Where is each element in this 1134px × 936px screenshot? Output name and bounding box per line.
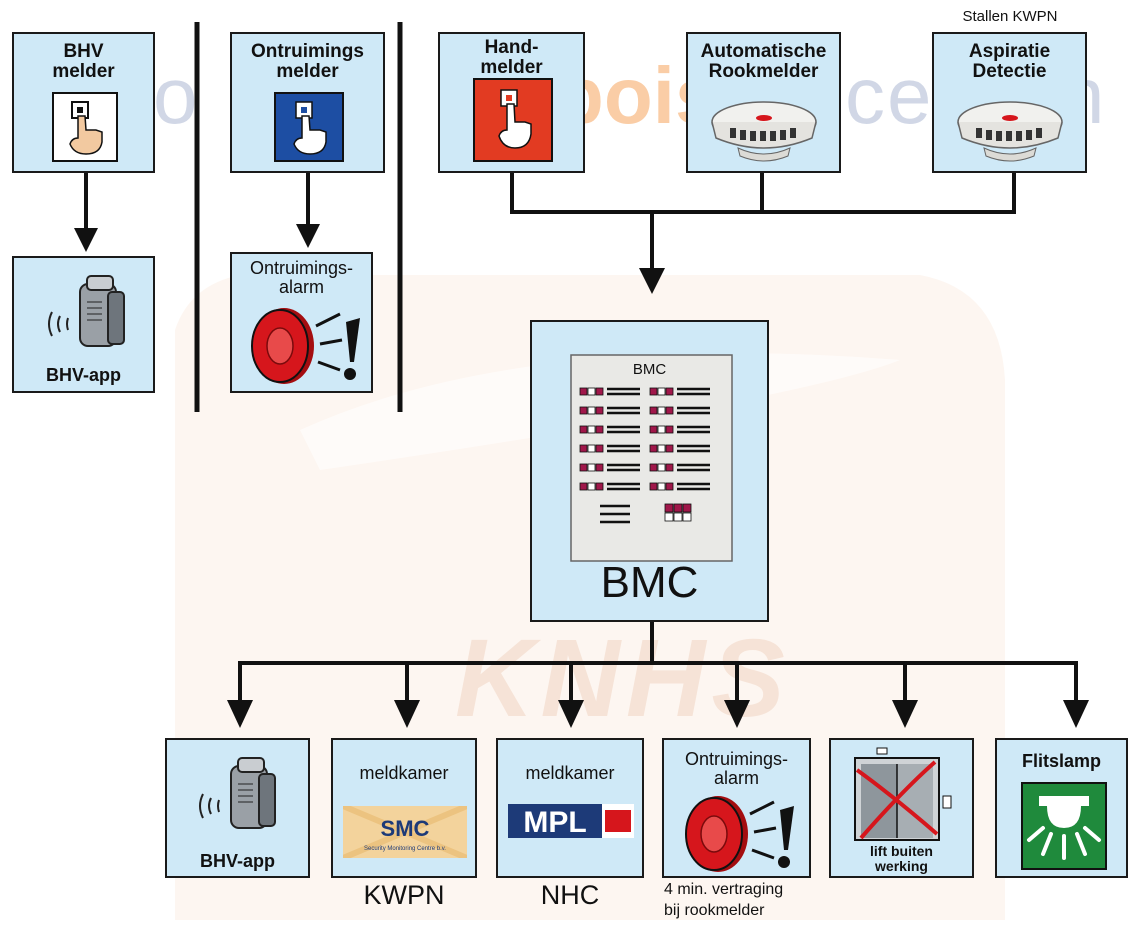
meldkamer-smc-box: meldkamer SMC Security Monitoring Centre… <box>331 738 477 878</box>
bhv-app-label-top: BHV-app <box>45 365 121 385</box>
meldkamer-mpl-box: meldkamer MPL <box>496 738 644 878</box>
lift-out-of-order-icon <box>854 747 952 841</box>
pager-icon <box>48 275 125 347</box>
svg-text:Security Monitoring Centre b.v: Security Monitoring Centre b.v. <box>364 846 446 852</box>
kwpn-label: KWPN <box>363 880 445 910</box>
ontruimings-alarm-label-top: Ontruimings-alarm <box>249 258 354 297</box>
flitslamp-title: Flitslamp <box>1021 751 1101 771</box>
aspiratie-location-note: Stallen KWPN <box>962 8 1058 25</box>
flash-lamp-icon <box>1021 782 1107 870</box>
ontruimings-alarm-label-bottom: Ontruimings-alarm <box>684 749 789 788</box>
pager-icon <box>199 757 276 829</box>
mpl-logo: MPL <box>508 804 634 838</box>
aspiration-detector-icon <box>957 101 1063 162</box>
bhv-push-button-icon <box>52 92 118 162</box>
handmelder-icon <box>473 78 553 162</box>
smoke-detector-icon <box>711 101 817 162</box>
meldkamer-smc-label: meldkamer <box>359 763 449 783</box>
watermark-brand: KNHS <box>455 617 791 740</box>
svg-text:SMC: SMC <box>381 816 430 841</box>
bmc-panel-label: BMC <box>632 361 667 378</box>
handmelder-title: Hand-melder <box>480 37 543 78</box>
handmelder-box: Hand-melder <box>438 32 585 173</box>
siren-icon <box>685 796 794 872</box>
nhc-label: NHC <box>540 880 600 910</box>
meldkamer-mpl-label: meldkamer <box>525 763 615 783</box>
bmc-title: BMC <box>600 558 699 607</box>
ontruimings-alarm-box-top: Ontruimings-alarm <box>230 252 373 393</box>
bhv-app-box-bottom: BHV-app <box>165 738 310 878</box>
bmc-panel-icon <box>570 354 733 562</box>
svg-text:MPL: MPL <box>523 806 586 838</box>
bhv-app-box-top: BHV-app <box>12 256 155 393</box>
ontruimings-push-button-icon <box>274 92 344 162</box>
ontruimings-alarm-box-bottom: Ontruimings-alarm <box>662 738 811 878</box>
siren-icon <box>251 308 360 384</box>
flitslamp-box: Flitslamp <box>995 738 1128 878</box>
bhv-app-label-bottom: BHV-app <box>199 851 275 871</box>
smc-logo: SMC Security Monitoring Centre b.v. <box>343 806 467 858</box>
bmc-box: BMC BMC <box>530 320 769 622</box>
